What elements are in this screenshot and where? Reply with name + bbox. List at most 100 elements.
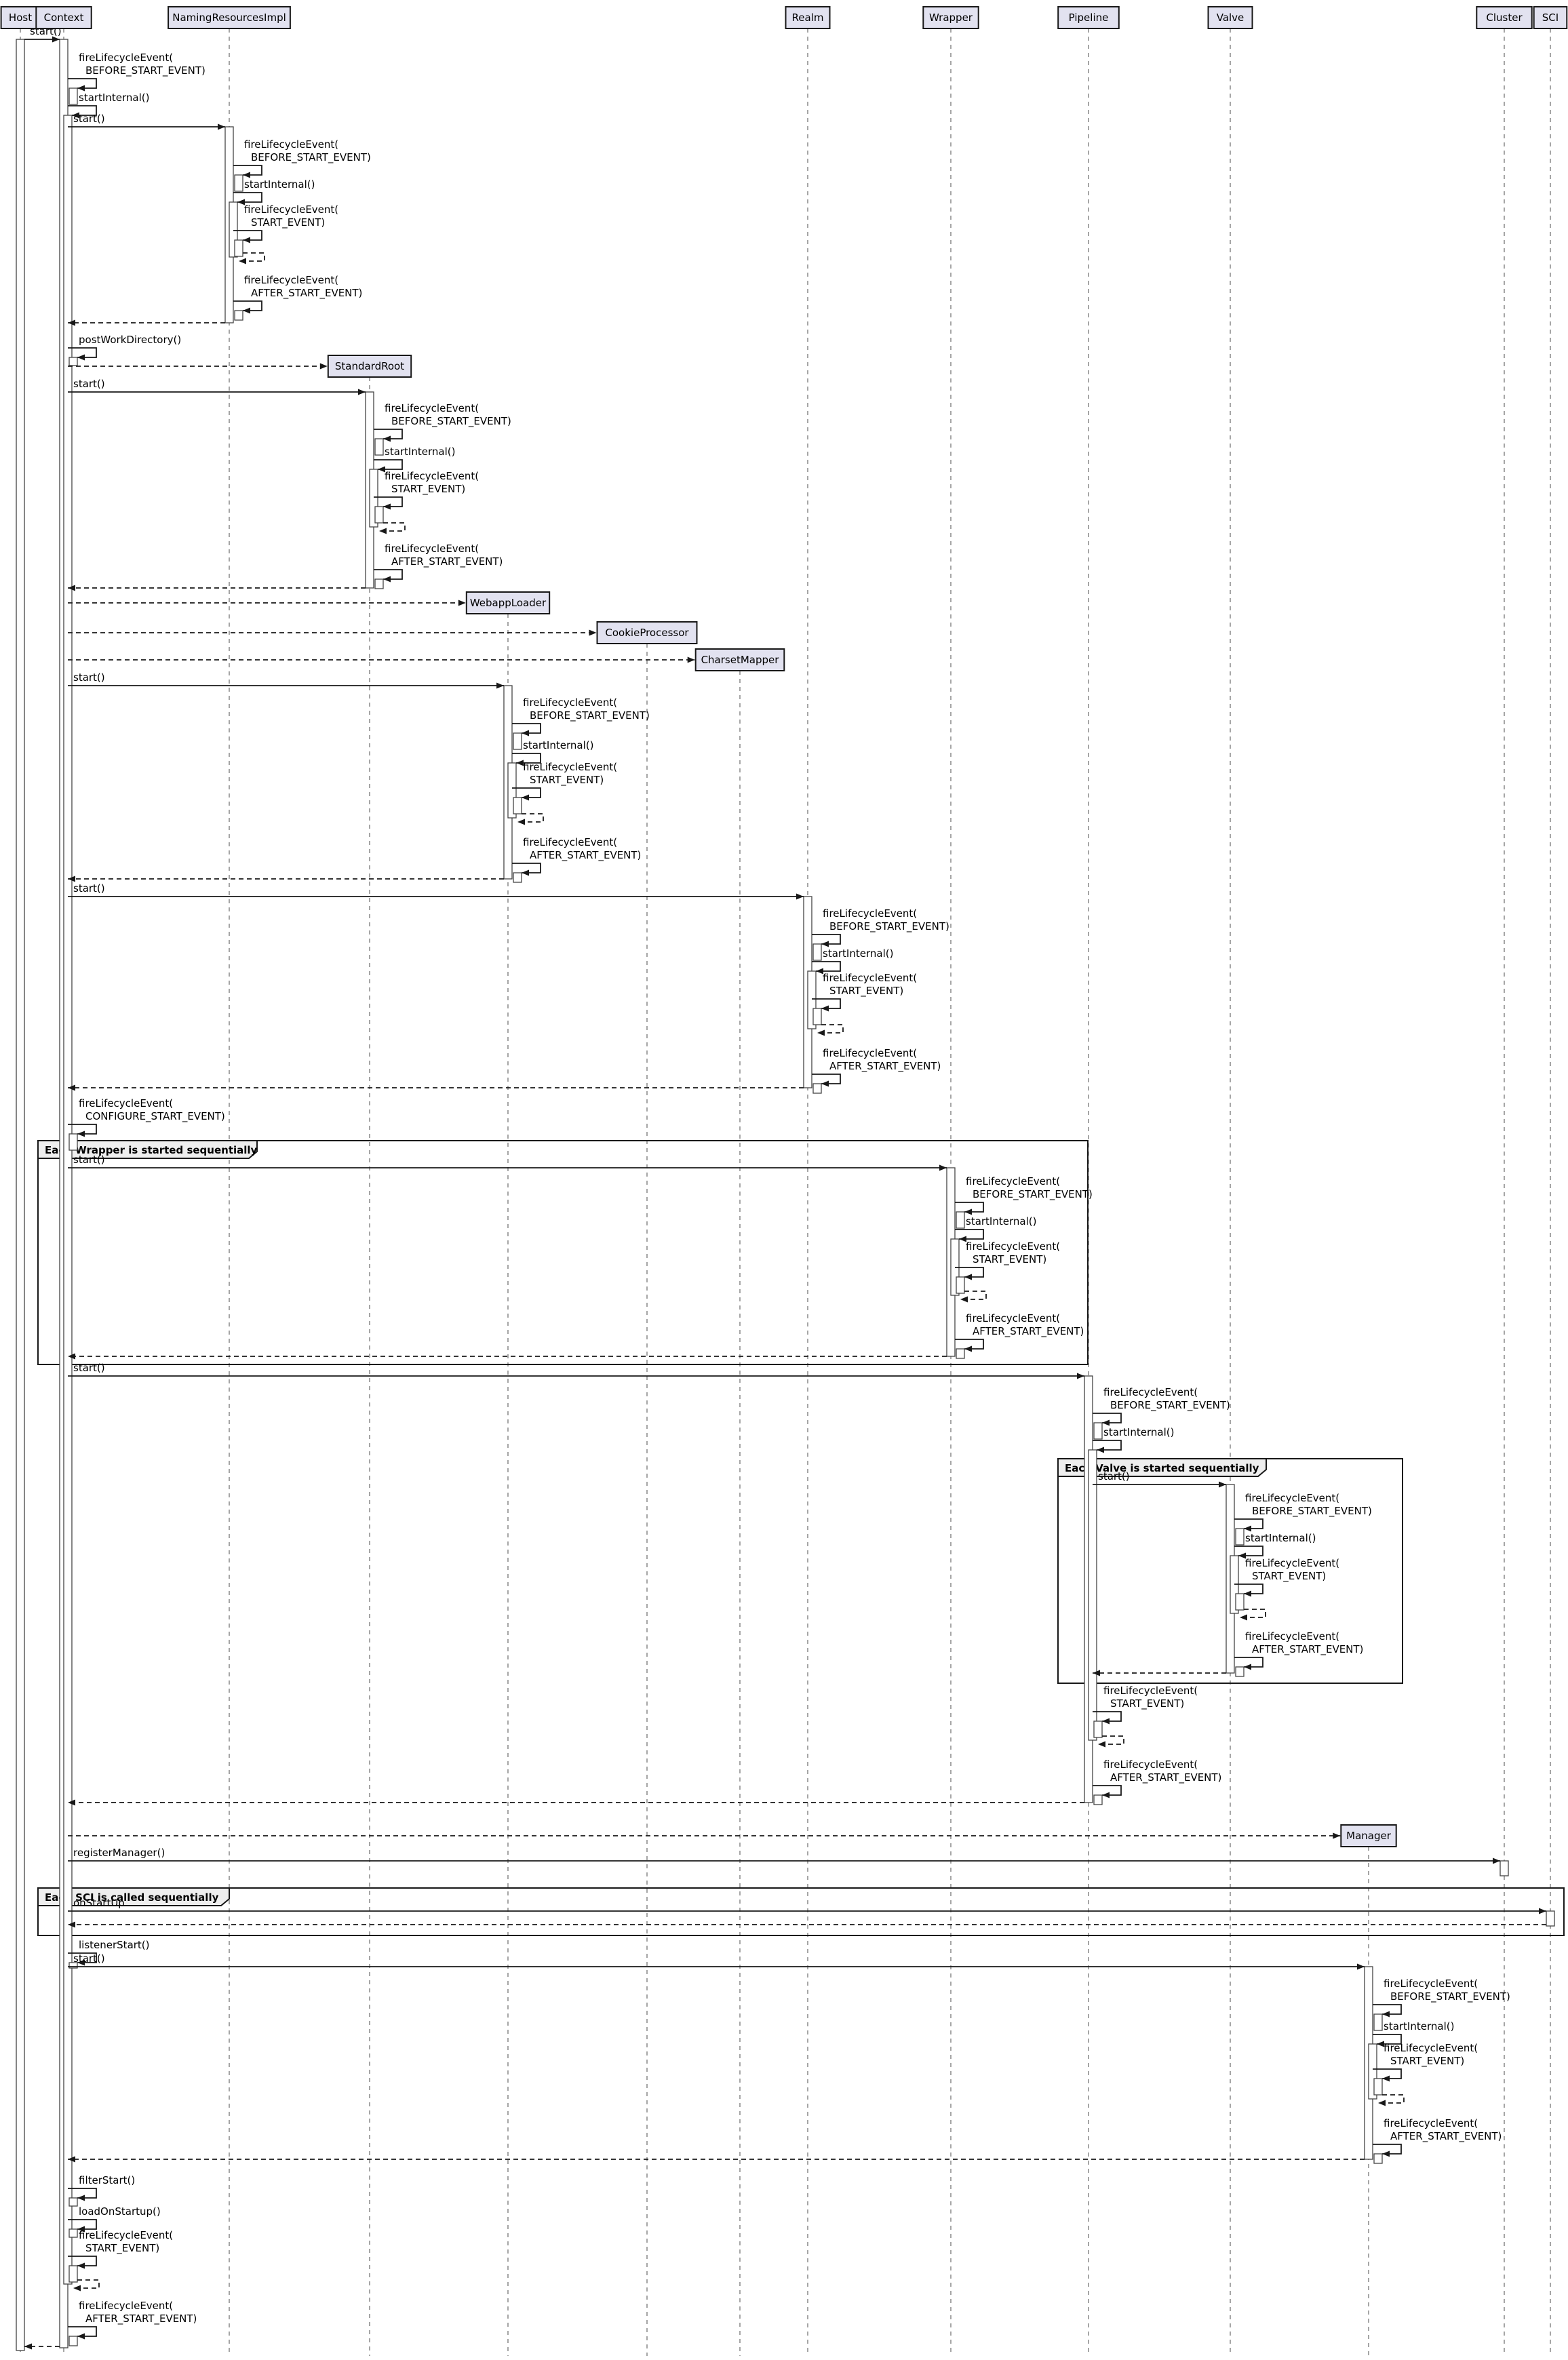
self-return-line xyxy=(1098,1735,1124,1745)
participant-box-charsetmapper xyxy=(694,648,785,671)
self-return-line xyxy=(73,2279,100,2289)
self-call-line xyxy=(1234,1518,1263,1529)
arrowhead-icon xyxy=(458,599,466,606)
message-label: START_EVENT) xyxy=(973,1253,1046,1266)
arrowhead-icon xyxy=(72,112,79,119)
activation-bar xyxy=(234,174,243,192)
arrowhead-icon xyxy=(1102,1419,1110,1426)
message-label: fireLifecycleEvent( xyxy=(79,2300,173,2312)
message-label: fireLifecycleEvent( xyxy=(385,543,479,555)
message-label: BEFORE_START_EVENT) xyxy=(973,1188,1093,1201)
arrowhead-icon xyxy=(68,1799,75,1806)
arrowhead-icon xyxy=(522,794,529,801)
arrowhead-icon xyxy=(1333,1832,1341,1839)
message-label: AFTER_START_EVENT) xyxy=(829,1060,941,1073)
self-call-line xyxy=(1234,1546,1263,1556)
activation-bar xyxy=(956,1348,965,1359)
message-label: fireLifecycleEvent( xyxy=(1245,1492,1339,1504)
arrowhead-icon xyxy=(1240,1614,1247,1621)
arrowhead-icon xyxy=(1102,1792,1110,1798)
message-label: BEFORE_START_EVENT) xyxy=(1390,1990,1510,2003)
self-call-line xyxy=(512,787,541,798)
message-label: fireLifecycleEvent( xyxy=(385,470,479,482)
activation-bar xyxy=(68,1133,78,1151)
participant-box-standardroot xyxy=(327,355,412,378)
activation-bar xyxy=(374,438,384,456)
arrowhead-icon xyxy=(243,307,250,314)
message-label: startInternal() xyxy=(1384,2020,1454,2032)
arrowhead-icon xyxy=(522,730,529,736)
message-label: start() xyxy=(1098,1470,1130,1482)
arrowhead-icon xyxy=(1382,2075,1390,2082)
arrowhead-icon xyxy=(68,319,75,326)
activation-bar xyxy=(1373,2013,1383,2031)
arrowhead-icon xyxy=(687,656,695,663)
activation-bar xyxy=(374,506,384,524)
message-label: startInternal() xyxy=(1245,1532,1316,1544)
message-label: START_EVENT) xyxy=(251,216,325,229)
message-label: BEFORE_START_EVENT) xyxy=(530,709,650,722)
participant-box-wrapper xyxy=(922,6,979,29)
participant-box-cluster xyxy=(1476,6,1533,29)
message-label: startInternal() xyxy=(1103,1426,1174,1438)
self-call-line xyxy=(1093,1440,1122,1451)
arrowhead-icon xyxy=(68,1353,75,1360)
self-call-line xyxy=(374,429,403,439)
message-label: startInternal() xyxy=(523,739,593,751)
message-label: start() xyxy=(73,378,105,390)
message-label: AFTER_START_EVENT) xyxy=(1390,2130,1502,2143)
participant-label-sci: SCI xyxy=(1542,12,1559,24)
message-label: fireLifecycleEvent( xyxy=(1103,1386,1198,1398)
arrowhead-icon xyxy=(77,85,85,92)
message-label: BEFORE_START_EVENT) xyxy=(1110,1399,1230,1412)
message-label: fireLifecycleEvent( xyxy=(823,972,917,984)
arrowhead-icon xyxy=(243,172,250,178)
message-label: AFTER_START_EVENT) xyxy=(530,849,641,862)
activation-bar xyxy=(68,1962,78,1969)
frame-label: Each SCI is called sequentially xyxy=(45,1891,219,1904)
participant-label-wrapper: Wrapper xyxy=(929,12,973,24)
arrowhead-icon xyxy=(358,389,366,395)
arrowhead-icon xyxy=(1077,1373,1084,1379)
message-label: fireLifecycleEvent( xyxy=(523,696,617,709)
self-call-line xyxy=(68,105,97,116)
participant-label-context: Context xyxy=(44,12,84,24)
arrowhead-icon xyxy=(77,354,85,361)
arrowhead-icon xyxy=(378,466,385,473)
message-label: startInternal() xyxy=(823,947,893,960)
self-call-line xyxy=(955,1202,984,1213)
self-call-line xyxy=(68,2256,97,2266)
message-label: BEFORE_START_EVENT) xyxy=(391,415,511,428)
activation-bar xyxy=(1093,1422,1103,1440)
arrowhead-icon xyxy=(816,968,823,975)
participant-label-charsetmapper: CharsetMapper xyxy=(701,654,780,666)
activation-bar xyxy=(513,732,522,750)
arrowhead-icon xyxy=(68,1084,75,1091)
participant-box-sci xyxy=(1533,6,1568,29)
participant-box-context xyxy=(35,6,92,29)
message-label: start() xyxy=(73,113,105,125)
arrowhead-icon xyxy=(1244,1525,1251,1532)
self-call-line xyxy=(233,300,262,311)
activation-bar xyxy=(812,943,822,961)
arrowhead-icon xyxy=(959,1236,966,1242)
self-call-line xyxy=(512,723,541,734)
self-call-line xyxy=(955,1267,984,1278)
activation-bar xyxy=(1088,1449,1097,1741)
arrowhead-icon xyxy=(517,819,525,825)
arrowhead-icon xyxy=(1357,1963,1365,1970)
arrowhead-icon xyxy=(1098,1741,1105,1748)
arrowhead-icon xyxy=(383,576,391,583)
self-call-line xyxy=(233,165,262,176)
arrowhead-icon xyxy=(960,1296,968,1303)
activation-bar xyxy=(1235,1666,1244,1677)
arrowhead-icon xyxy=(383,503,391,510)
arrowhead-icon xyxy=(522,869,529,876)
self-call-line xyxy=(68,1952,97,1963)
message-label: start() xyxy=(73,1154,105,1166)
message-label: START_EVENT) xyxy=(85,2242,159,2255)
participant-box-realm xyxy=(785,6,831,29)
arrowhead-icon xyxy=(964,1208,972,1215)
arrowhead-icon xyxy=(796,893,804,900)
participant-box-cookieprocessor xyxy=(596,621,698,644)
